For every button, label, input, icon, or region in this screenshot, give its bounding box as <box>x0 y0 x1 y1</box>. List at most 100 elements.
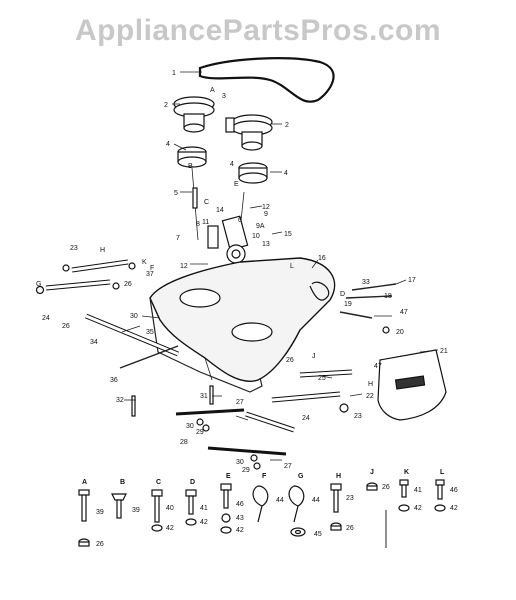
drive-belt <box>198 57 335 103</box>
callout: 2 <box>285 122 289 129</box>
hw-letter: L <box>440 469 445 476</box>
letter-key: A <box>210 87 215 94</box>
hw-letter: G <box>298 473 304 480</box>
callout: 1 <box>172 70 176 77</box>
callout: 19 <box>344 301 352 308</box>
callout: 27 <box>236 399 244 406</box>
callout: 7 <box>176 235 180 242</box>
callout: 26 <box>286 357 294 364</box>
callout: 30 <box>186 423 194 430</box>
rod-36 <box>119 345 179 369</box>
lift-link-34 <box>85 313 179 357</box>
hw-part: 46 <box>236 501 244 508</box>
hw-part: 42 <box>236 527 244 534</box>
callout: 9A <box>256 223 265 230</box>
callout: 4 <box>284 170 288 177</box>
callout: 23 <box>354 413 362 420</box>
hw-part: 45 <box>314 531 322 538</box>
blade-upper <box>175 408 245 416</box>
callout: 9 <box>264 211 268 218</box>
hw-part: 42 <box>200 519 208 526</box>
callout: 26 <box>62 323 70 330</box>
hw-letter: K <box>404 469 409 476</box>
hardware-key-letters: A B C D E F G H J K L <box>82 469 445 486</box>
hardware-key-parts <box>78 479 446 548</box>
callout: 36 <box>110 377 118 384</box>
hw-part: 43 <box>236 515 244 522</box>
callout: 33 <box>362 279 370 286</box>
letter-key: K <box>142 259 147 266</box>
nut-23a <box>62 264 70 272</box>
mower-deck <box>149 257 336 382</box>
callout: 25 <box>318 375 326 382</box>
callout: 21 <box>440 348 448 355</box>
hw-letter: B <box>120 479 125 486</box>
callout: 6 <box>238 217 242 224</box>
washer-29a <box>202 424 210 432</box>
rear-hanger-bar <box>45 279 111 291</box>
callout: 29 <box>242 467 250 474</box>
chute-label <box>394 375 426 390</box>
hw-part: 26 <box>346 525 354 532</box>
callout: 31 <box>200 393 208 400</box>
deck-edge-line <box>204 357 213 381</box>
callout: 8 <box>196 221 200 228</box>
hw-part: 26 <box>382 484 390 491</box>
pulley-left <box>173 96 215 133</box>
hw-part: 46 <box>450 487 458 494</box>
hw-part: 42 <box>414 505 422 512</box>
hw-letter: F <box>262 473 267 480</box>
callout-labels: 1 2 2 3 4 4 4 5 6 7 8 9 9A 10 11 12 12 1… <box>42 70 448 474</box>
nut-30a <box>196 418 204 426</box>
bolt-5 <box>192 187 198 209</box>
callout: 30 <box>236 459 244 466</box>
hw-letter: E <box>226 473 231 480</box>
hw-letter: H <box>336 473 341 480</box>
letter-key: F <box>150 265 154 272</box>
callout: 35 <box>146 329 154 336</box>
callout: 29 <box>196 429 204 436</box>
callout: 14 <box>216 207 224 214</box>
letter-key: J <box>312 353 316 360</box>
washer-29b <box>253 462 261 470</box>
leader-lines <box>121 71 439 461</box>
rod-18 <box>345 295 393 299</box>
callout: 16 <box>318 255 326 262</box>
callout: 22 <box>366 393 374 400</box>
letter-key: L <box>290 263 294 270</box>
letter-key: B <box>188 163 193 170</box>
callout: 23 <box>70 245 78 252</box>
hw-letter: C <box>156 479 161 486</box>
hw-part: 42 <box>166 525 174 532</box>
callout: 3 <box>222 93 226 100</box>
callout: 10 <box>252 233 260 240</box>
blade-lower <box>207 446 287 456</box>
hw-part: 39 <box>96 509 104 516</box>
hanger-bar-right-upper <box>299 369 353 378</box>
callout: 30 <box>130 313 138 320</box>
washer-20 <box>382 326 390 334</box>
hw-letter: A <box>82 479 87 486</box>
hw-part: 44 <box>312 497 320 504</box>
nut-26b <box>128 262 136 270</box>
nut-30b <box>250 454 258 462</box>
hw-letter: D <box>190 479 195 486</box>
letter-key: D <box>340 291 345 298</box>
callout: 2 <box>164 102 168 109</box>
pulley-right <box>231 114 273 151</box>
callout: 24 <box>302 415 310 422</box>
bolt-31 <box>209 385 214 405</box>
callout: 4 <box>166 141 170 148</box>
letter-key: C <box>204 199 209 206</box>
hw-part: 41 <box>200 505 208 512</box>
hw-part: 40 <box>166 505 174 512</box>
front-hanger-bar <box>71 259 129 273</box>
callout: 37 <box>146 271 154 278</box>
hanger-bar-right-lower <box>271 391 341 403</box>
hw-part: 41 <box>414 487 422 494</box>
bolt-32 <box>131 395 136 417</box>
callout: 18 <box>384 293 392 300</box>
callout: 32 <box>116 397 124 404</box>
letter-keys: A B C D E F G H H J K L <box>36 87 373 388</box>
